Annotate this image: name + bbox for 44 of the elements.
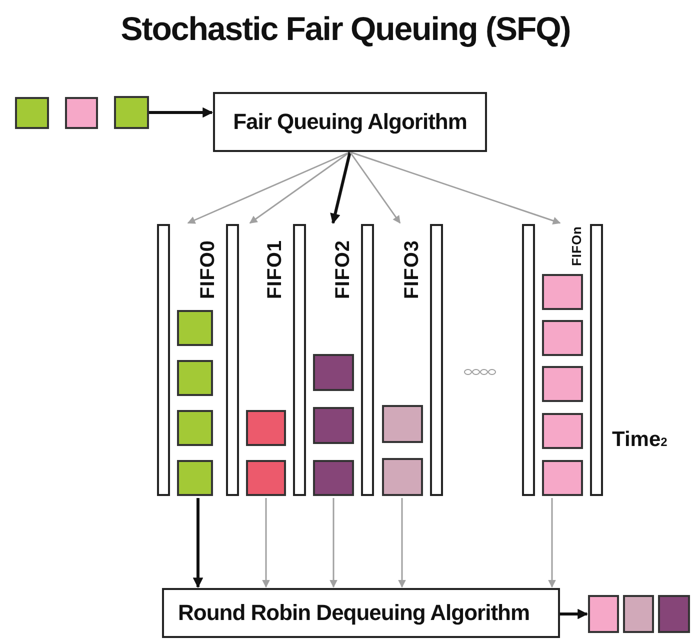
packet-square [588, 595, 619, 633]
arrow [249, 151, 350, 224]
packet-square [382, 458, 423, 496]
arrow [330, 498, 338, 588]
arrow [330, 152, 352, 224]
packet-square [313, 354, 354, 391]
arrow [262, 498, 270, 588]
packet-square [177, 460, 213, 496]
packet-square [542, 274, 583, 310]
packet-square [542, 413, 583, 449]
queue-label: FIFO3 [401, 240, 424, 300]
arrow [350, 151, 561, 224]
arrow [548, 498, 556, 588]
packet-square [658, 595, 690, 633]
packet-square [15, 97, 49, 129]
packet-square [177, 410, 213, 446]
packet-square [382, 405, 423, 443]
queue-label: FIFO2 [332, 240, 355, 300]
arrow [149, 107, 214, 118]
packet-square [246, 410, 286, 446]
packet-square [623, 595, 654, 633]
queue-label: FIFO1 [264, 240, 287, 300]
arrow [192, 498, 204, 588]
packet-square [177, 360, 213, 396]
packet-square [542, 366, 583, 402]
arrow [398, 498, 406, 588]
algorithm-box [213, 92, 487, 152]
packet-square [313, 460, 354, 496]
packet-square [246, 460, 286, 496]
algorithm-label: Fair Queuing Algorithm [233, 109, 467, 135]
arrow [349, 152, 401, 224]
packet-square [114, 96, 149, 129]
packet-square [65, 97, 98, 129]
packet-square [542, 320, 583, 356]
arrow [560, 608, 588, 620]
algorithm-label: Round Robin Dequeuing Algorithm [178, 600, 530, 626]
arrow [187, 151, 350, 224]
packet-square [542, 460, 583, 496]
queue-label: FIFO0 [197, 240, 220, 300]
diagram-title: Stochastic Fair Queuing (SFQ) [120, 10, 572, 48]
packet-square [177, 310, 213, 346]
packet-square [313, 407, 354, 444]
algorithm-box [162, 588, 560, 638]
queue-label: FIFOn [569, 226, 584, 266]
